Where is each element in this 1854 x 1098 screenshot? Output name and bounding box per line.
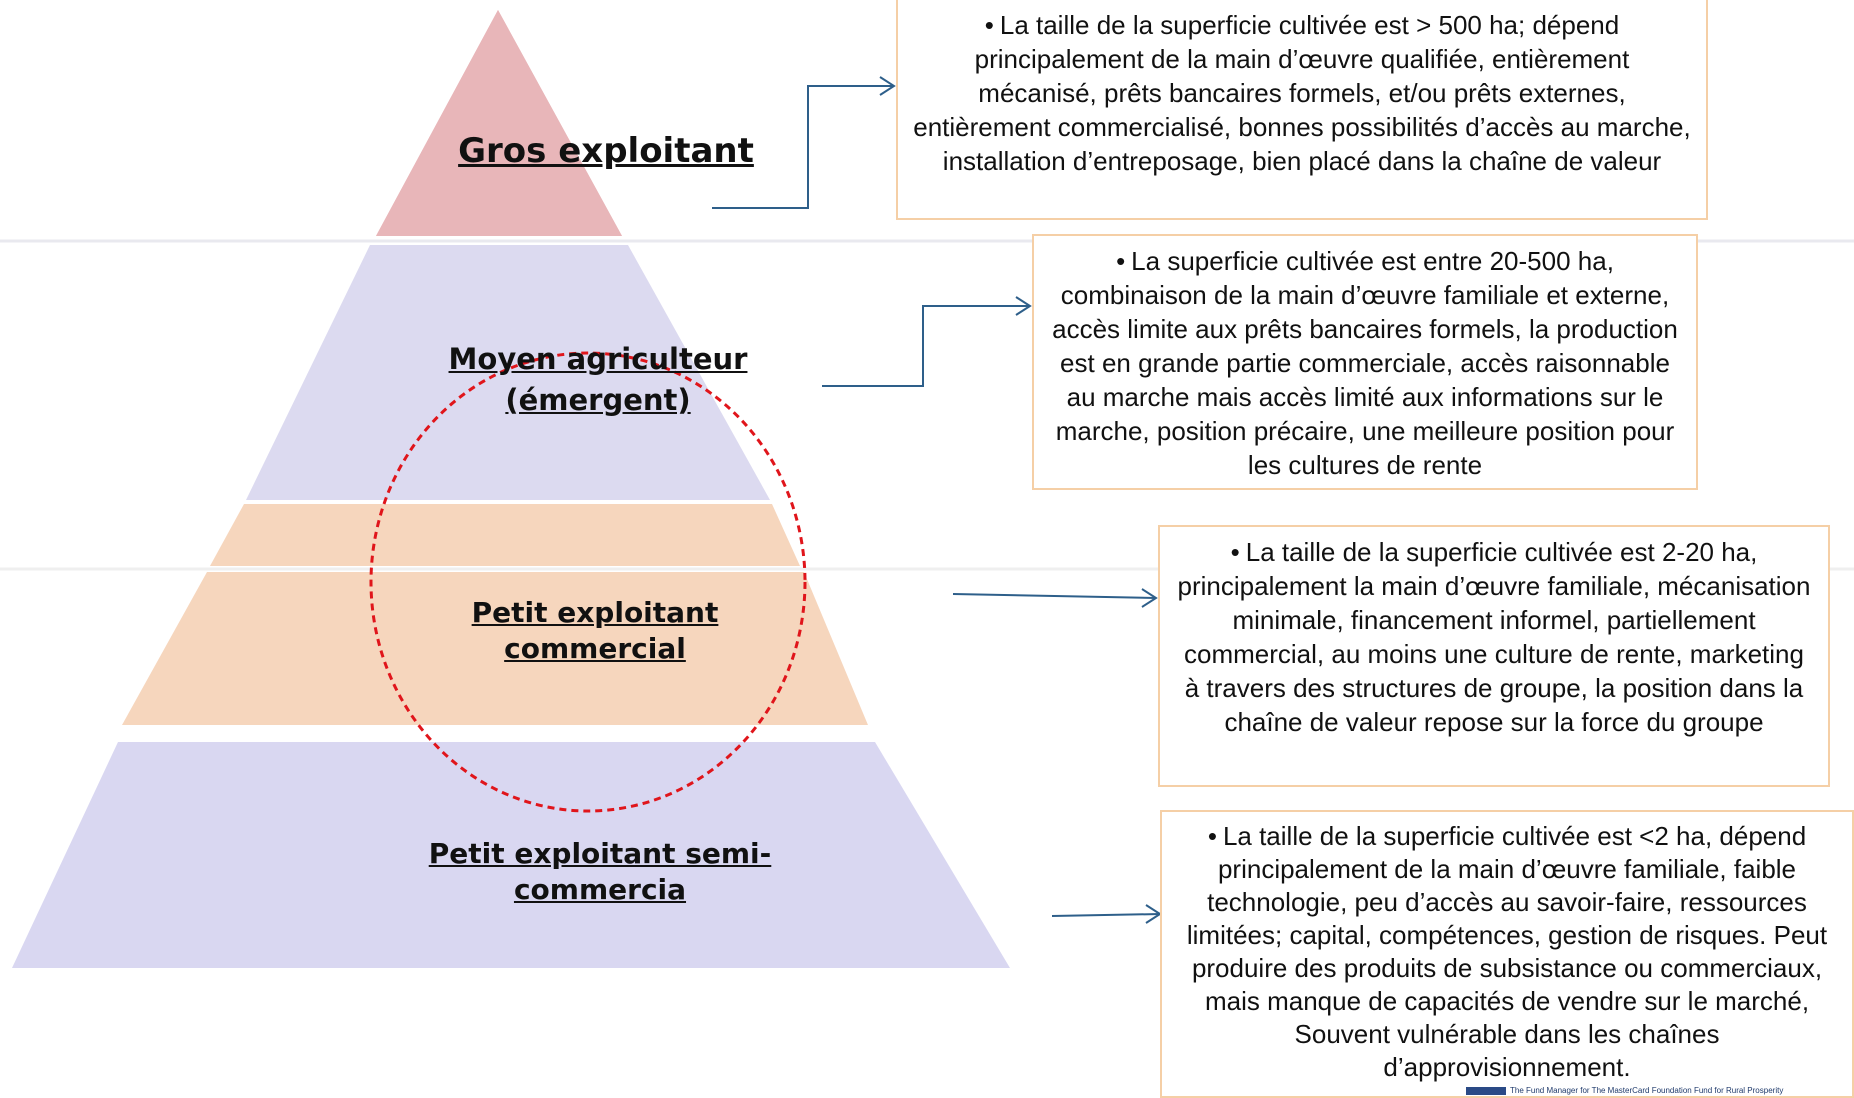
footer-text: The Fund Manager for The MasterCard Foun… <box>1510 1086 1784 1095</box>
tier-3-shape <box>122 572 868 725</box>
description-text: La taille de la superficie cultivée est … <box>1177 537 1811 737</box>
bullet: • <box>1230 537 1240 567</box>
description-text: La taille de la superficie cultivée est … <box>913 10 1691 176</box>
bullet: • <box>1116 246 1126 276</box>
footer-credit: The Fund Manager for The MasterCard Foun… <box>1466 1085 1846 1096</box>
description-text: La taille de la superficie cultivée est … <box>1186 821 1828 1082</box>
connector-arrow-4 <box>1051 913 1161 917</box>
bullet: • <box>1207 821 1217 851</box>
bullet: • <box>984 10 994 40</box>
tier-4-shape <box>12 742 1010 968</box>
logo-mark <box>1466 1086 1506 1095</box>
tier-label-moyen-agriculteur: Moyen agriculteur (émergent) <box>448 342 748 417</box>
description-box-petit-exploitant-commercial: •La taille de la superficie cultivée est… <box>1158 525 1830 787</box>
description-box-petit-exploitant-semi-commercial: •La taille de la superficie cultivée est… <box>1160 810 1854 1098</box>
connector-arrow-1 <box>712 85 894 209</box>
description-box-gros-exploitant: •La taille de la superficie cultivée est… <box>896 0 1708 220</box>
tier-3-top-band <box>210 504 800 566</box>
tier-2-shape <box>246 245 770 500</box>
connector-arrow-2 <box>822 305 1030 387</box>
tier-1-shape-fill <box>376 10 622 236</box>
arrowhead-1 <box>879 76 896 96</box>
description-text: La superficie cultivée est entre 20-500 … <box>1052 246 1678 480</box>
tier-label-petit-exploitant-commercial: Petit exploitant commercial <box>471 596 719 665</box>
arrowhead-3 <box>1141 588 1158 608</box>
connector-arrow-3 <box>952 593 1157 599</box>
tier-label-petit-exploitant-semi-commercial: Petit exploitant semi-commercia <box>428 837 772 906</box>
tier-label-gros-exploitant: Gros exploitant <box>458 131 754 171</box>
arrowhead-2 <box>1015 296 1032 316</box>
highlight-ellipse <box>369 351 807 813</box>
description-box-moyen-agriculteur: •La superficie cultivée est entre 20-500… <box>1032 234 1698 490</box>
